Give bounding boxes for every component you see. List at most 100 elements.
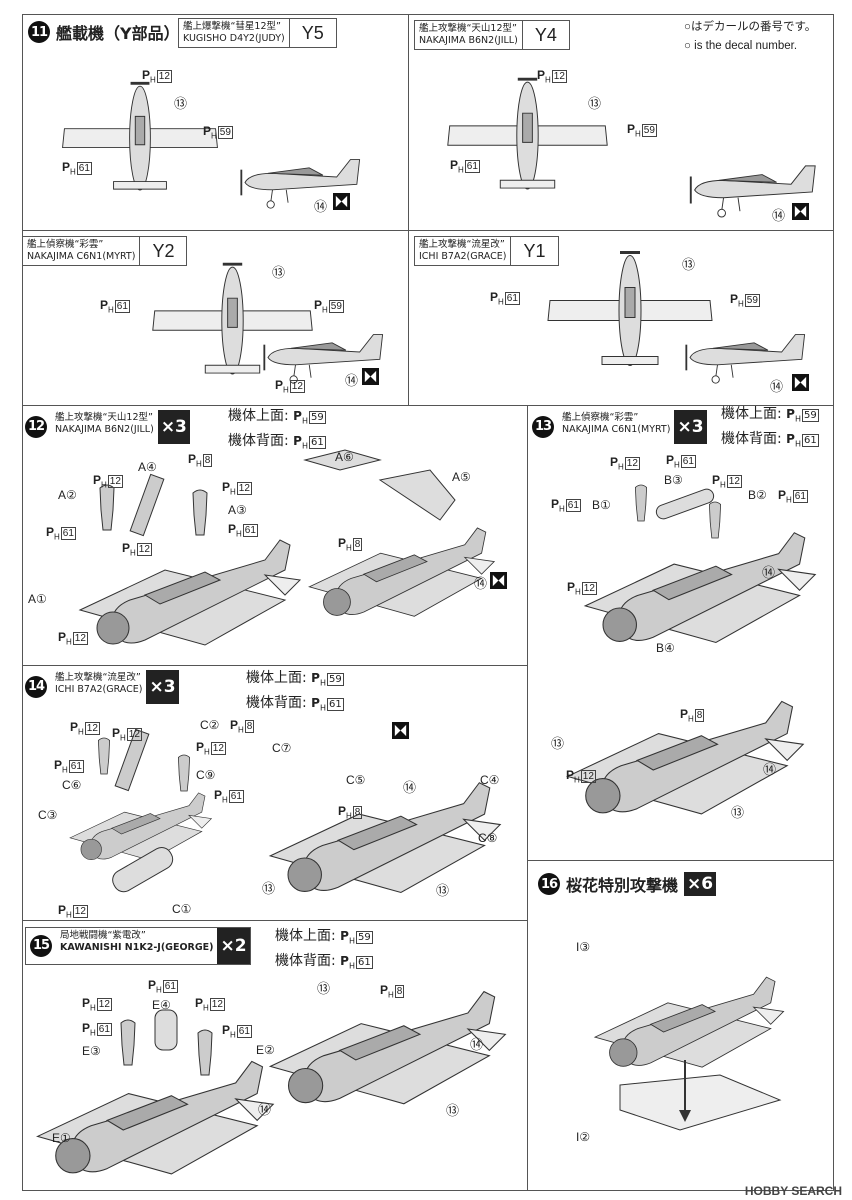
paint-prefix: PH: [610, 455, 624, 472]
aircraft-header-grace: 艦上攻撃機“流星改”ICHI B7A2(GRACE) Y1: [414, 236, 559, 266]
paint-prefix: PH: [70, 720, 84, 737]
decal-number-callout: ⑬: [551, 736, 565, 751]
paint-number: 12: [156, 70, 172, 83]
paint-number: 12: [209, 998, 225, 1011]
section-title: 艦載機（Y部品）: [56, 24, 180, 43]
upper-surface-label: 機体上面:: [246, 670, 307, 686]
jill-views: [446, 77, 817, 218]
part-number-label: A③: [228, 503, 247, 517]
aircraft-name-jp: 艦上偵察機“彩雲”: [27, 239, 104, 250]
paint-number: 61: [162, 980, 178, 993]
decal-number-callout: ⑬: [272, 265, 286, 280]
part-number-label: A①: [28, 592, 47, 606]
paint-number: 61: [114, 300, 130, 313]
section-16-header: 16 桜花特別攻撃機 ×6: [538, 872, 717, 896]
decal-number-callout: ⑬: [262, 881, 276, 896]
part-number-label: C③: [38, 808, 58, 822]
section-number: 16: [538, 873, 560, 895]
section-12-header: 12 艦上攻撃機“天山12型”NAKAJIMA B6N2(JILL) ×3: [25, 410, 190, 444]
paint-number: 61: [792, 490, 808, 503]
part-code: Y5: [301, 23, 324, 43]
paint-number: 12: [580, 770, 596, 783]
paint-prefix: PH: [214, 788, 228, 805]
part-number-label: C⑤: [346, 773, 366, 787]
quantity-badge: ×3: [674, 410, 707, 444]
paint-prefix: PH: [786, 432, 801, 449]
paint-prefix: PH: [58, 903, 72, 920]
quantity-badge: ×2: [217, 928, 250, 964]
paint-number: 61: [326, 698, 344, 712]
paint-prefix: PH: [450, 158, 464, 175]
paint-number: 61: [68, 760, 84, 773]
decal-note-en: ○ is the decal number.: [684, 40, 798, 52]
paint-prefix: PH: [195, 996, 209, 1013]
paint-number: 12: [72, 632, 88, 645]
aircraft-name-en: NAKAJIMA C6N1(MYRT): [562, 424, 671, 435]
paint-prefix: PH: [786, 407, 801, 424]
part-number-label: A②: [58, 488, 77, 502]
paint-prefix: PH: [203, 124, 217, 141]
paint-number: 61: [96, 1023, 112, 1036]
paint-number: 59: [801, 409, 819, 422]
paint-prefix: PH: [340, 954, 355, 971]
paint-prefix: PH: [567, 580, 581, 597]
upper-surface-label: 機体上面:: [721, 406, 782, 422]
paint-number: 8: [394, 985, 405, 998]
paint-number: 61: [242, 524, 258, 537]
paint-number: 61: [236, 1025, 252, 1038]
paint-number: 12: [551, 70, 567, 83]
myrt-assembly: [566, 484, 816, 815]
paint-number: 12: [289, 380, 305, 393]
section-number: 13: [532, 416, 554, 438]
paint-number: 12: [624, 457, 640, 470]
part-number-label: B④: [656, 641, 675, 655]
paint-number: 61: [504, 292, 520, 305]
aircraft-name-jp: 局地戦闘機“紫電改”: [60, 930, 146, 941]
paint-number: 12: [136, 543, 152, 556]
decal-number-callout: ⑭: [345, 373, 359, 388]
part-number-label: I②: [576, 1130, 591, 1144]
paint-number: 61: [464, 160, 480, 173]
decal-number-callout: ⑭: [470, 1037, 484, 1052]
section-number: 14: [25, 676, 47, 698]
aircraft-name-en: KUGISHO D4Y2(JUDY): [183, 33, 285, 44]
aircraft-name-en: NAKAJIMA B6N2(JILL): [55, 424, 154, 435]
grace-assembly: [69, 728, 501, 894]
decal-number-callout: ⑭: [762, 565, 776, 580]
aircraft-header-myrt: 艦上偵察機“彩雲”NAKAJIMA C6N1(MYRT) Y2: [22, 236, 188, 266]
paint-prefix: PH: [712, 473, 726, 490]
part-number-label: C⑥: [62, 778, 82, 792]
aircraft-name-en: ICHI B7A2(GRACE): [419, 251, 507, 262]
paint-number: 8: [352, 538, 363, 551]
paint-prefix: PH: [82, 1021, 96, 1038]
lower-surface-label: 機体背面:: [275, 953, 336, 970]
section-title: 桜花特別攻撃機: [566, 876, 679, 895]
paint-prefix: PH: [380, 983, 394, 1000]
paint-prefix: PH: [188, 452, 202, 469]
paint-prefix: PH: [196, 740, 210, 757]
paint-prefix: PH: [93, 473, 107, 490]
paint-prefix: PH: [314, 298, 328, 315]
upper-surface-label: 機体上面:: [228, 408, 289, 424]
paint-number: 61: [60, 527, 76, 540]
section-13-header: 13 艦上偵察機“彩雲”NAKAJIMA C6N1(MYRT) ×3: [532, 410, 707, 444]
